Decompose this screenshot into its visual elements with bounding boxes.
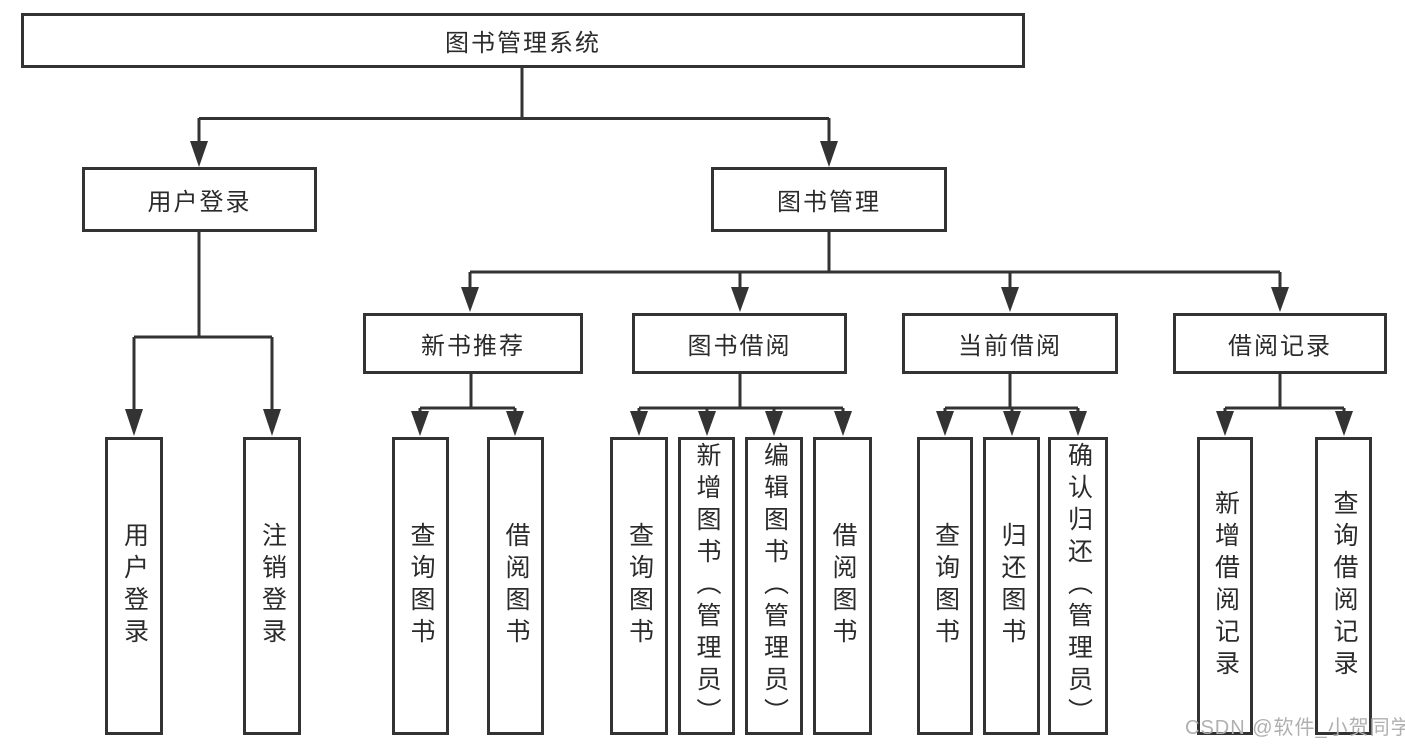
leaf-borrow-books-recommend: 借阅图书 — [487, 437, 544, 735]
leaf-query-books-current: 查询图书 — [917, 437, 973, 735]
node-borrow-record-label: 借阅记录 — [1228, 333, 1332, 360]
leaf-user-login-label: 用户登录 — [120, 522, 149, 650]
arrowhead — [834, 411, 852, 436]
leaf-add-book-admin: 新增图书（管理员） — [678, 437, 735, 735]
csdn-watermark: CSDN @软件_小贺同学 — [1185, 717, 1405, 739]
arrowhead — [731, 287, 749, 312]
node-new-book-recommend-label: 新书推荐 — [421, 333, 525, 360]
leaf-return-book: 归还图书 — [983, 437, 1040, 735]
connector-root-to-level2 — [190, 68, 838, 167]
connector-new-book-children — [411, 374, 524, 436]
leaf-user-login: 用户登录 — [105, 437, 163, 735]
arrowhead — [1216, 411, 1234, 436]
arrowhead — [461, 287, 479, 312]
leaf-edit-book-admin-label: 编辑图书（管理员） — [760, 442, 789, 730]
leaf-query-borrow-record-label: 查询借阅记录 — [1330, 490, 1358, 682]
arrowhead — [698, 411, 716, 436]
arrowhead — [1069, 411, 1087, 436]
arrowhead — [765, 411, 783, 436]
leaf-query-books-current-label: 查询图书 — [931, 522, 960, 650]
leaf-confirm-return-admin-label: 确认归还（管理员） — [1064, 442, 1093, 730]
node-book-management: 图书管理 — [711, 167, 947, 232]
leaf-query-books-borrow: 查询图书 — [610, 437, 668, 735]
leaf-add-borrow-record: 新增借阅记录 — [1197, 437, 1253, 735]
leaf-add-book-admin-label: 新增图书（管理员） — [693, 442, 721, 730]
leaf-logout-label: 注销登录 — [258, 522, 287, 650]
node-root: 图书管理系统 — [21, 13, 1025, 68]
leaf-edit-book-admin: 编辑图书（管理员） — [745, 437, 803, 735]
arrowhead — [1271, 287, 1289, 312]
leaf-query-books-recommend: 查询图书 — [392, 437, 449, 735]
arrowhead — [506, 411, 524, 436]
node-current-borrow-label: 当前借阅 — [958, 333, 1062, 360]
connector-current-borrow-children — [936, 374, 1087, 436]
node-user-login: 用户登录 — [82, 167, 317, 232]
node-user-login-label: 用户登录 — [147, 189, 252, 216]
connector-user-login-children — [125, 232, 281, 436]
leaf-query-borrow-record: 查询借阅记录 — [1315, 437, 1372, 735]
arrowhead — [1003, 411, 1021, 436]
arrowhead — [1335, 411, 1353, 436]
node-book-borrow-label: 图书借阅 — [687, 333, 792, 360]
node-book-management-label: 图书管理 — [777, 189, 881, 216]
leaf-logout: 注销登录 — [243, 437, 301, 735]
leaf-borrow-books-label: 借阅图书 — [829, 522, 857, 650]
arrowhead — [630, 411, 648, 436]
leaf-query-books-recommend-label: 查询图书 — [407, 522, 435, 650]
node-borrow-record: 借阅记录 — [1173, 313, 1387, 374]
connector-book-borrow-children — [630, 374, 852, 436]
arrowhead — [263, 409, 281, 436]
arrowhead — [1001, 287, 1019, 312]
arrowhead — [820, 141, 838, 167]
node-root-label: 图书管理系统 — [445, 30, 601, 57]
leaf-confirm-return-admin: 确认归还（管理员） — [1048, 437, 1108, 735]
node-new-book-recommend: 新书推荐 — [363, 313, 583, 374]
connector-borrow-record-children — [1216, 374, 1353, 436]
leaf-return-book-label: 归还图书 — [998, 522, 1026, 650]
arrowhead — [125, 409, 143, 436]
leaf-add-borrow-record-label: 新增借阅记录 — [1211, 490, 1240, 682]
leaf-borrow-books: 借阅图书 — [813, 437, 872, 735]
arrowhead — [936, 411, 954, 436]
arrowhead — [190, 141, 208, 167]
leaf-borrow-books-recommend-label: 借阅图书 — [502, 522, 530, 650]
connector-book-mgmt-children — [461, 232, 1289, 312]
arrowhead — [411, 411, 429, 436]
node-book-borrow: 图书借阅 — [632, 313, 847, 374]
node-current-borrow: 当前借阅 — [902, 313, 1118, 374]
leaf-query-books-borrow-label: 查询图书 — [625, 522, 654, 650]
